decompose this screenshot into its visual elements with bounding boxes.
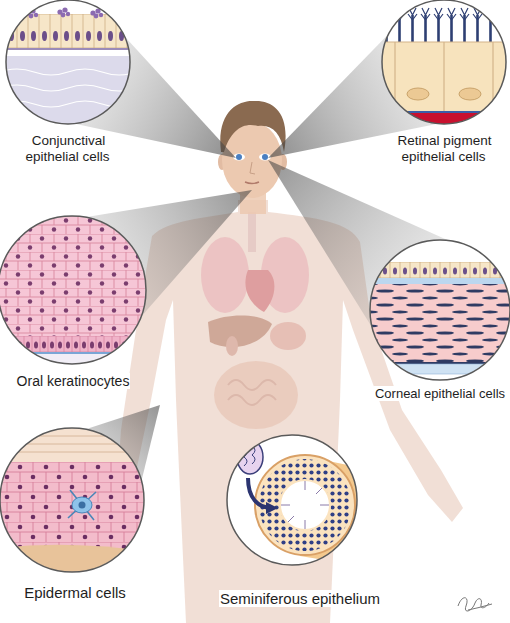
mouth xyxy=(245,182,259,184)
testis-tubules xyxy=(244,446,255,466)
inset-circle xyxy=(6,0,130,124)
label-text: Conjunctival epithelial cells xyxy=(25,133,110,164)
kidney xyxy=(226,336,238,356)
intestines xyxy=(214,361,298,429)
conjunctiva-inset xyxy=(0,0,140,130)
inset-circle xyxy=(382,0,506,124)
stroma xyxy=(368,284,510,362)
lung xyxy=(201,237,249,313)
inset-label: Epidermal cells xyxy=(23,584,127,602)
basement-membrane xyxy=(0,352,150,354)
nucleus xyxy=(407,88,429,100)
inset-ground xyxy=(0,0,140,130)
cornea-inset xyxy=(368,238,510,384)
hair xyxy=(220,101,285,152)
nose xyxy=(250,162,255,174)
iris xyxy=(262,154,268,160)
inset-label: Corneal epithelial cells xyxy=(374,386,506,402)
inset-circle xyxy=(0,428,144,572)
sperm-tails xyxy=(281,481,329,529)
keratin-layers xyxy=(0,436,150,452)
zoom-arrow xyxy=(248,478,272,508)
inset-ground xyxy=(368,238,510,384)
epidermis-inset xyxy=(0,426,150,576)
nucleus xyxy=(79,502,86,509)
label-text: Oral keratinocytes xyxy=(16,373,131,389)
choroid xyxy=(380,113,510,127)
stroma xyxy=(0,56,140,130)
cell-dendrites xyxy=(68,490,96,520)
label-text: Epidermal cells xyxy=(23,584,127,601)
signature-scribble xyxy=(458,598,492,611)
trachea xyxy=(248,212,256,252)
keratinocytes xyxy=(0,462,148,552)
iris xyxy=(236,154,242,160)
bowman-layer xyxy=(368,278,510,284)
lumen xyxy=(281,481,329,529)
inset-ground xyxy=(0,214,150,368)
label-text: Retinal pigment epithelial cells xyxy=(397,133,492,164)
label-text: Seminiferous epithelium xyxy=(219,590,381,607)
photoreceptor-segments xyxy=(380,6,510,42)
testis-icon xyxy=(237,440,263,474)
organs xyxy=(201,212,309,429)
endothelium xyxy=(368,364,510,374)
inset-label: Retinal pigment epithelial cells xyxy=(383,133,505,165)
bruch-membrane xyxy=(380,111,510,113)
inset-label: Oral keratinocytes xyxy=(16,373,131,390)
oral-inset xyxy=(0,214,150,368)
inset-ground xyxy=(380,0,510,130)
columnar-cells xyxy=(6,14,130,48)
basement-membrane xyxy=(0,48,140,50)
nucleus xyxy=(459,88,481,100)
intestine-folds xyxy=(228,380,276,405)
melanocyte xyxy=(72,497,92,513)
epithelial-cells xyxy=(368,262,510,278)
seminiferous-inset xyxy=(225,433,362,568)
germ-cells xyxy=(259,459,351,551)
inset-circle xyxy=(370,240,510,380)
inset-label: Seminiferous epithelium xyxy=(219,590,381,608)
stomach xyxy=(270,322,306,350)
inset-ground xyxy=(225,433,360,568)
inset-circle xyxy=(227,435,357,565)
label-text: Corneal epithelial cells xyxy=(374,386,506,401)
heart xyxy=(245,270,274,312)
stratum-corneum xyxy=(0,428,148,462)
retina-inset xyxy=(380,0,510,130)
liver xyxy=(208,315,272,347)
inset-label: Conjunctival epithelial cells xyxy=(7,133,129,165)
tubule-section xyxy=(255,455,355,555)
pigment-cells xyxy=(380,42,510,112)
cell-borders xyxy=(395,42,493,112)
inset-circle xyxy=(0,216,146,364)
